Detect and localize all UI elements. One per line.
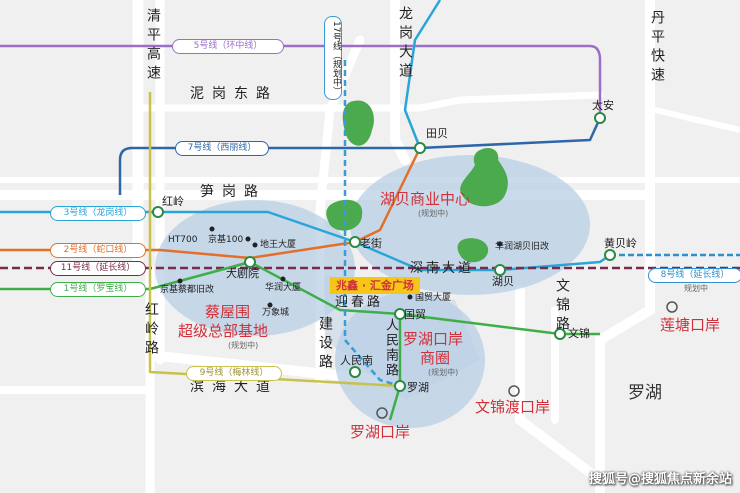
line-pill-5: 5号线（环中线） [172,39,284,54]
line-pill-2: 2号线（蛇口线） [50,243,146,258]
road-longgang: 龙岗大道 [397,6,413,82]
station-hubei: 湖贝 [492,275,514,288]
zone-liantang: 莲塘口岸 [660,316,721,334]
station-luohu: 罗湖 [407,381,429,394]
zone-wenjindu: 文锦渡口岸 [475,398,551,416]
station-markers [152,112,616,392]
zone-luohu-kouan-note: (规划中) [428,368,459,377]
line-pill-11: 11号线（延长线） [50,261,146,276]
poi-wanxiang: 万象城 [262,308,290,318]
port-markers [376,301,678,419]
line-pill-1: 1号线（罗宝线） [50,282,146,297]
zone-luohu-port: 罗湖口岸 [350,423,411,441]
line-pill-8: 8号线（延长线） [648,268,740,283]
station-renminnan: 人民南 [340,354,373,367]
poi-dots [177,226,503,308]
poi-huarun: 华润大厦 [265,283,302,293]
poi-jingji100: 京基100 [208,235,244,245]
poi-jingji-old: 京基蔡都旧改 [160,285,215,295]
poi-ht700: HT700 [168,235,198,245]
poi-hubei-old: 华润湖贝旧改 [495,242,550,252]
road-nigang-east: 泥岗东路 [190,86,278,102]
line-8-note: 规划中 [684,284,708,293]
park-areas [326,100,508,263]
zone-caiwu-1: 蔡屋围 [205,303,251,321]
zone-hubei-center: 湖贝商业中心 [380,190,471,208]
zone-caiwu-2: 超级总部基地 [178,322,269,340]
road-hongling: 红岭路 [143,302,159,359]
road-renmin-south: 人民南路 [383,318,398,378]
road-qingping: 清平高速 [145,8,161,84]
watermark: 搜狐号@搜狐焦点新余站 [588,472,732,487]
station-guomao: 国贸 [404,308,426,321]
zone-luohu-kouan-2: 商圈 [420,349,451,367]
line-longgang [403,0,442,149]
zone-hubei-note: (规划中) [418,209,449,218]
line-pill-9: 9号线（梅林线） [186,366,282,381]
road-binhai: 滨海大道 [190,379,278,395]
road-sungang: 笋岗路 [200,184,266,200]
station-wenjin: 文锦 [568,327,590,340]
station-hongling: 红岭 [162,195,184,208]
line-5 [0,44,602,118]
line-9 [148,92,401,388]
station-tianbei: 田贝 [426,127,448,140]
line-7 [118,117,602,195]
poi-diwang: 地王大厦 [260,240,297,250]
station-huangbeiling: 黄贝岭 [604,237,637,250]
road-yingchun: 迎春路 [335,295,384,310]
zone-caiwu-note: (规划中) [228,341,259,350]
line-pill-3: 3号线（龙岗线） [50,206,146,221]
line-3 [0,210,611,272]
line-17 [343,60,401,388]
road-wenjin: 文锦路 [554,278,570,335]
station-dajuyuan: 大剧院 [226,267,259,280]
station-laojie: 老街 [360,237,382,250]
road-jianshe: 建设路 [317,316,333,373]
line-pill-17: 17号线（规划中） [324,16,342,100]
poi-guomao-tower: 国贸大厦 [415,293,452,303]
zone-luohu-kouan-1: 罗湖口岸 [403,330,464,348]
zone-areas [155,155,590,428]
road-danping: 丹平快速 [649,10,665,86]
station-taian: 太安 [592,99,614,112]
project-badge: 兆鑫 · 汇金广场 [330,277,420,294]
line-pill-7: 7号线（西丽线） [175,141,269,156]
road-shennan: 深南大道 [410,261,475,276]
district-luohu: 罗湖 [628,383,662,403]
